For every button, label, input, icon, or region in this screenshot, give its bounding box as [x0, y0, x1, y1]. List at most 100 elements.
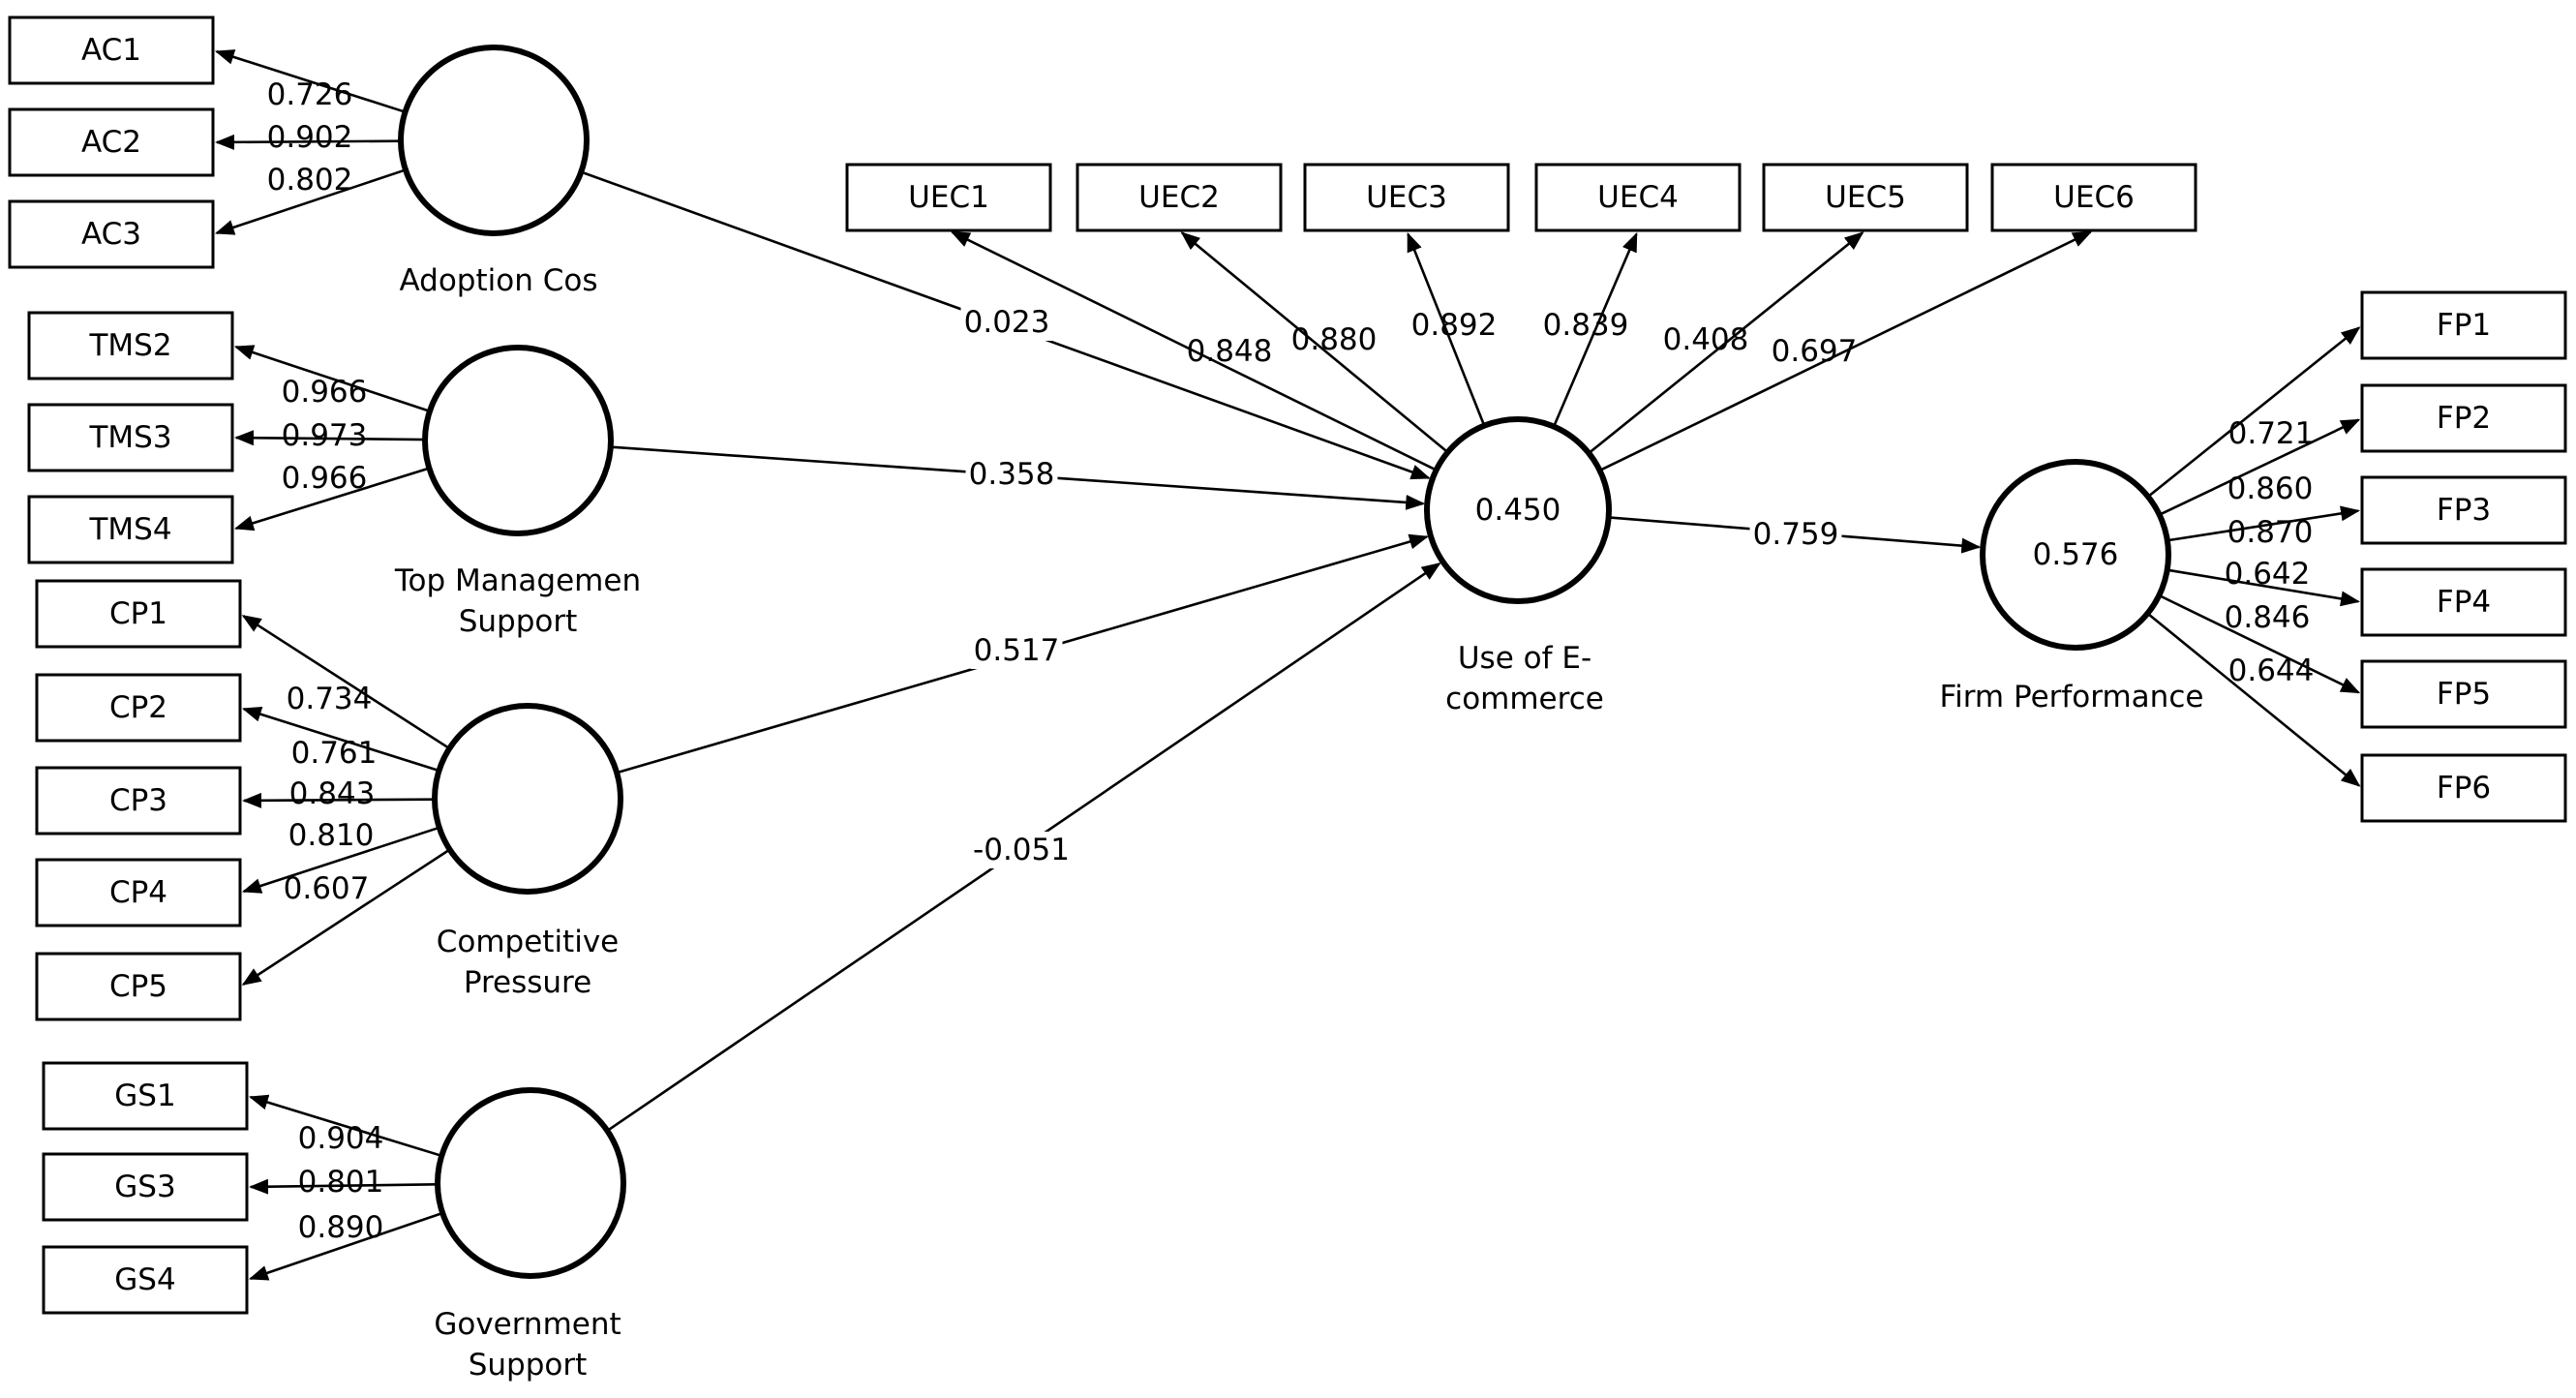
indicator-label-fp5: FP5: [2437, 677, 2491, 712]
loading-value-ac1: 0.726: [267, 77, 353, 112]
loading-value-uec2: 0.880: [1291, 322, 1378, 357]
indicator-box-tms2[interactable]: TMS2: [27, 311, 234, 380]
indicator-label-uec1: UEC1: [908, 180, 989, 215]
loading-arrow-fp2: [2159, 418, 2361, 516]
loading-value-uec3: 0.892: [1411, 308, 1498, 343]
loading-value-gs1: 0.904: [298, 1121, 384, 1156]
indicator-label-ac3: AC3: [81, 217, 141, 252]
loading-arrow-gs1: [248, 1094, 442, 1158]
indicator-box-ac2[interactable]: AC2: [8, 107, 215, 177]
indicator-label-uec3: UEC3: [1366, 180, 1447, 215]
indicator-label-fp2: FP2: [2437, 401, 2491, 436]
indicator-label-uec5: UEC5: [1825, 180, 1906, 215]
indicator-box-uec4[interactable]: UEC4: [1534, 163, 1742, 232]
latent-node-fp[interactable]: [1980, 459, 2171, 651]
indicator-label-cp3: CP3: [109, 783, 167, 818]
loading-arrow-cp2: [241, 707, 439, 773]
indicator-box-uec2[interactable]: UEC2: [1076, 163, 1283, 232]
indicator-label-tms3: TMS3: [88, 420, 171, 455]
latent-label-uec: commerce: [1445, 682, 1604, 716]
latent-label-fp: Firm Performance: [1940, 680, 2204, 714]
indicator-box-uec3[interactable]: UEC3: [1303, 163, 1510, 232]
indicator-label-ac1: AC1: [81, 33, 141, 68]
indicator-label-gs3: GS3: [114, 1170, 175, 1204]
indicator-box-gs4[interactable]: GS4: [42, 1245, 249, 1315]
path-coef-bg-gs-to-uec: [975, 832, 1068, 868]
loading-value-fp6: 0.644: [2228, 653, 2315, 688]
indicator-box-gs1[interactable]: GS1: [42, 1061, 249, 1131]
loading-value-tms4: 0.966: [282, 461, 368, 496]
latent-node-ac[interactable]: [398, 45, 590, 236]
indicator-box-fp3[interactable]: FP3: [2360, 475, 2567, 545]
indicator-box-ac1[interactable]: AC1: [8, 15, 215, 85]
indicator-box-gs3[interactable]: GS3: [42, 1152, 249, 1222]
indicator-box-tms3[interactable]: TMS3: [27, 403, 234, 472]
latent-node-uec[interactable]: [1424, 416, 1612, 604]
indicator-label-fp1: FP1: [2437, 308, 2491, 343]
indicator-box-fp1[interactable]: FP1: [2360, 290, 2567, 360]
latent-label-tms: Support: [459, 604, 578, 639]
indicator-label-fp3: FP3: [2437, 493, 2491, 528]
indicator-label-cp2: CP2: [109, 690, 167, 725]
indicator-box-fp6[interactable]: FP6: [2360, 753, 2567, 823]
indicator-box-cp2[interactable]: CP2: [35, 673, 242, 743]
path-coef-ac-to-uec: 0.023: [964, 305, 1050, 340]
latent-label-cp: Competitive: [437, 925, 620, 959]
loading-arrow-ac3: [214, 168, 407, 235]
loading-arrow-tms3: [233, 430, 426, 446]
loading-arrow-ac2: [214, 134, 402, 150]
path-coef-bg-ac-to-uec: [960, 304, 1053, 341]
indicator-box-cp1[interactable]: CP1: [35, 579, 242, 649]
loading-arrow-gs3: [248, 1178, 439, 1195]
latent-label-cp: Pressure: [464, 965, 591, 1000]
indicator-box-cp5[interactable]: CP5: [35, 952, 242, 1021]
loading-value-tms3: 0.973: [282, 418, 368, 453]
path-coef-gs-to-uec: -0.051: [973, 833, 1070, 867]
loading-value-fp2: 0.860: [2227, 471, 2314, 506]
loading-arrow-uec3: [1407, 231, 1486, 427]
loading-value-cp5: 0.607: [284, 871, 370, 906]
indicator-box-uec1[interactable]: UEC1: [845, 163, 1052, 232]
latent-node-cp[interactable]: [432, 703, 623, 895]
indicator-box-cp4[interactable]: CP4: [35, 858, 242, 927]
loading-arrow-fp6: [2146, 612, 2361, 787]
indicator-box-uec5[interactable]: UEC5: [1762, 163, 1969, 232]
loading-arrow-cp1: [241, 615, 450, 750]
loading-value-fp3: 0.870: [2227, 515, 2314, 550]
loading-value-fp5: 0.846: [2225, 600, 2311, 635]
indicator-label-ac2: AC2: [81, 125, 141, 160]
indicator-box-ac3[interactable]: AC3: [8, 199, 215, 269]
loading-arrow-uec6: [1598, 230, 2093, 472]
loading-arrow-uec1: [950, 230, 1438, 471]
loading-arrow-tms2: [233, 345, 431, 412]
path-coef-tms-to-uec: 0.358: [969, 457, 1055, 492]
loading-arrow-fp3: [2167, 505, 2361, 542]
loading-arrow-tms4: [233, 467, 430, 532]
loading-arrow-uec2: [1180, 231, 1449, 454]
loading-arrow-fp4: [2167, 568, 2361, 607]
latent-node-tms[interactable]: [422, 345, 614, 536]
path-coef-uec-to-fp: 0.759: [1753, 517, 1839, 552]
loading-arrow-cp3: [241, 792, 436, 808]
indicator-box-fp2[interactable]: FP2: [2360, 383, 2567, 453]
loading-arrow-uec4: [1552, 231, 1638, 428]
indicator-label-fp6: FP6: [2437, 771, 2491, 805]
loading-arrow-gs4: [248, 1211, 443, 1281]
indicator-box-tms4[interactable]: TMS4: [27, 495, 234, 564]
path-coef-cp-to-uec: 0.517: [974, 633, 1060, 668]
indicator-label-cp5: CP5: [109, 969, 167, 1004]
indicator-box-cp3[interactable]: CP3: [35, 766, 242, 836]
loading-arrow-cp5: [241, 848, 451, 986]
indicator-label-uec4: UEC4: [1597, 180, 1679, 215]
latent-node-gs[interactable]: [435, 1087, 626, 1279]
latent-label-ac: Adoption Cos: [400, 263, 598, 298]
loading-value-fp4: 0.642: [2225, 557, 2311, 592]
loading-arrow-ac1: [214, 49, 406, 113]
path-coef-bg-tms-to-uec: [965, 456, 1058, 493]
indicator-box-fp5[interactable]: FP5: [2360, 659, 2567, 729]
loading-value-gs4: 0.890: [298, 1210, 384, 1245]
indicator-box-fp4[interactable]: FP4: [2360, 567, 2567, 637]
indicator-box-uec6[interactable]: UEC6: [1990, 163, 2197, 232]
indicator-label-tms2: TMS2: [88, 328, 171, 363]
